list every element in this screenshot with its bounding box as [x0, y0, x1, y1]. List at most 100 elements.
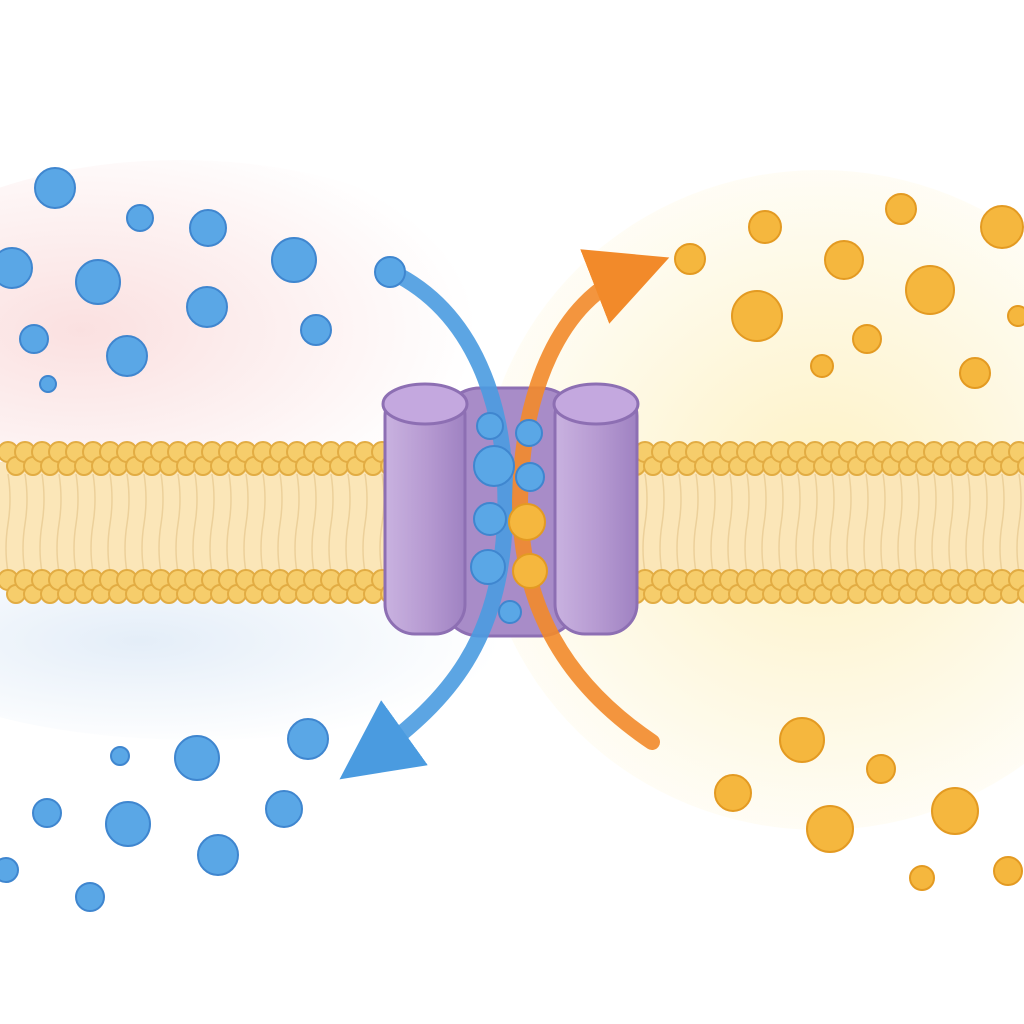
blue-molecule [300, 314, 332, 346]
lipid-tail [914, 473, 920, 573]
lipid-tail [260, 473, 266, 573]
lipid-tails [5, 473, 1022, 573]
left-top-glow [0, 160, 510, 500]
lipid-tail [948, 473, 954, 573]
lipid-tail [846, 473, 852, 573]
lipid-tail [744, 473, 750, 573]
lipid-heads-bottom [0, 569, 1024, 604]
blue-molecule [19, 324, 49, 354]
orange-molecule [909, 865, 935, 891]
lipid-tail [931, 473, 937, 573]
orange-molecule [674, 243, 706, 275]
blue-molecule [106, 335, 148, 377]
lipid-tail [22, 473, 28, 573]
protein-right-top [552, 382, 640, 426]
blue-molecule [32, 798, 62, 828]
phospholipid-bilayer [0, 441, 1024, 604]
lipid-tail [761, 473, 767, 573]
blue-molecule [75, 882, 105, 912]
blue-molecule [39, 375, 57, 393]
blue-molecule [34, 167, 76, 209]
orange-molecule [993, 856, 1023, 886]
lipid-tail [124, 473, 130, 573]
lipid-tail [90, 473, 96, 573]
lipid-tail [226, 473, 232, 573]
protein-left-top [381, 382, 469, 426]
membrane-tails-right [615, 462, 1024, 580]
orange-molecule [824, 240, 864, 280]
lipid-tail [727, 473, 733, 573]
lipid-head [1017, 456, 1024, 476]
lipid-tail [982, 473, 988, 573]
blue-molecule [105, 801, 151, 847]
membrane-tails-left [0, 462, 400, 580]
lipid-tail [999, 473, 1005, 573]
lipid-tail [328, 473, 334, 573]
orange-molecule [806, 805, 854, 853]
orange-molecule [885, 193, 917, 225]
lipid-tail [209, 473, 215, 573]
blue-molecule [186, 286, 228, 328]
lipid-tail [73, 473, 79, 573]
lipid-tail [56, 473, 62, 573]
blue-molecule [0, 857, 19, 883]
orange-molecule [959, 357, 991, 389]
lipid-tail [778, 473, 784, 573]
orange-molecule [810, 354, 834, 378]
lipid-tail [192, 473, 198, 573]
lipid-tail [965, 473, 971, 573]
orange-molecule [779, 717, 825, 763]
channel-blue-molecule [470, 549, 506, 585]
lipid-tail [311, 473, 317, 573]
lipid-tail [710, 473, 716, 573]
lipid-tail [175, 473, 181, 573]
orange-molecule [866, 754, 896, 784]
orange-flow-arrow [511, 249, 670, 750]
orange-molecule [931, 787, 979, 835]
orange-molecule [748, 210, 782, 244]
channel-orange-molecule [508, 503, 546, 541]
blue-molecule [287, 718, 329, 760]
lipid-tail [158, 473, 164, 573]
blue-molecule [265, 790, 303, 828]
blue-molecule [75, 259, 121, 305]
lipid-tail [693, 473, 699, 573]
orange-molecule [714, 774, 752, 812]
left-bottom-glow [0, 560, 500, 740]
lipid-tail [107, 473, 113, 573]
blue-molecule [374, 256, 406, 288]
channel-blue-molecule [515, 462, 545, 492]
lipid-tail [812, 473, 818, 573]
channel-molecules [470, 412, 548, 624]
lipid-tail [642, 473, 648, 573]
orange-molecule [852, 324, 882, 354]
lipid-heads-top [0, 441, 1024, 476]
orange-molecule [731, 290, 783, 342]
blue-molecule [174, 735, 220, 781]
lipid-tail [1016, 473, 1022, 573]
lipid-tail [676, 473, 682, 573]
channel-orange-molecule [512, 553, 548, 589]
orange-molecules [674, 193, 1024, 891]
lipid-tail [863, 473, 869, 573]
blue-molecules [0, 167, 406, 912]
channel-blue-molecule [473, 445, 515, 487]
channel-blue-molecule [473, 502, 507, 536]
channel-blue-molecule [515, 419, 543, 447]
lipid-tail [897, 473, 903, 573]
channel-blue-molecule [476, 412, 504, 440]
lipid-tail [141, 473, 147, 573]
lipid-tail [880, 473, 886, 573]
channel-blue-molecule [498, 600, 522, 624]
lipid-tail [39, 473, 45, 573]
lipid-tail [294, 473, 300, 573]
lipid-tail [243, 473, 249, 573]
lipid-tail [795, 473, 801, 573]
blue-molecule [189, 209, 227, 247]
orange-molecule [905, 265, 955, 315]
lipid-tail [277, 473, 283, 573]
blue-molecule [0, 247, 33, 289]
lipid-tail [829, 473, 835, 573]
lipid-tail [5, 473, 11, 573]
